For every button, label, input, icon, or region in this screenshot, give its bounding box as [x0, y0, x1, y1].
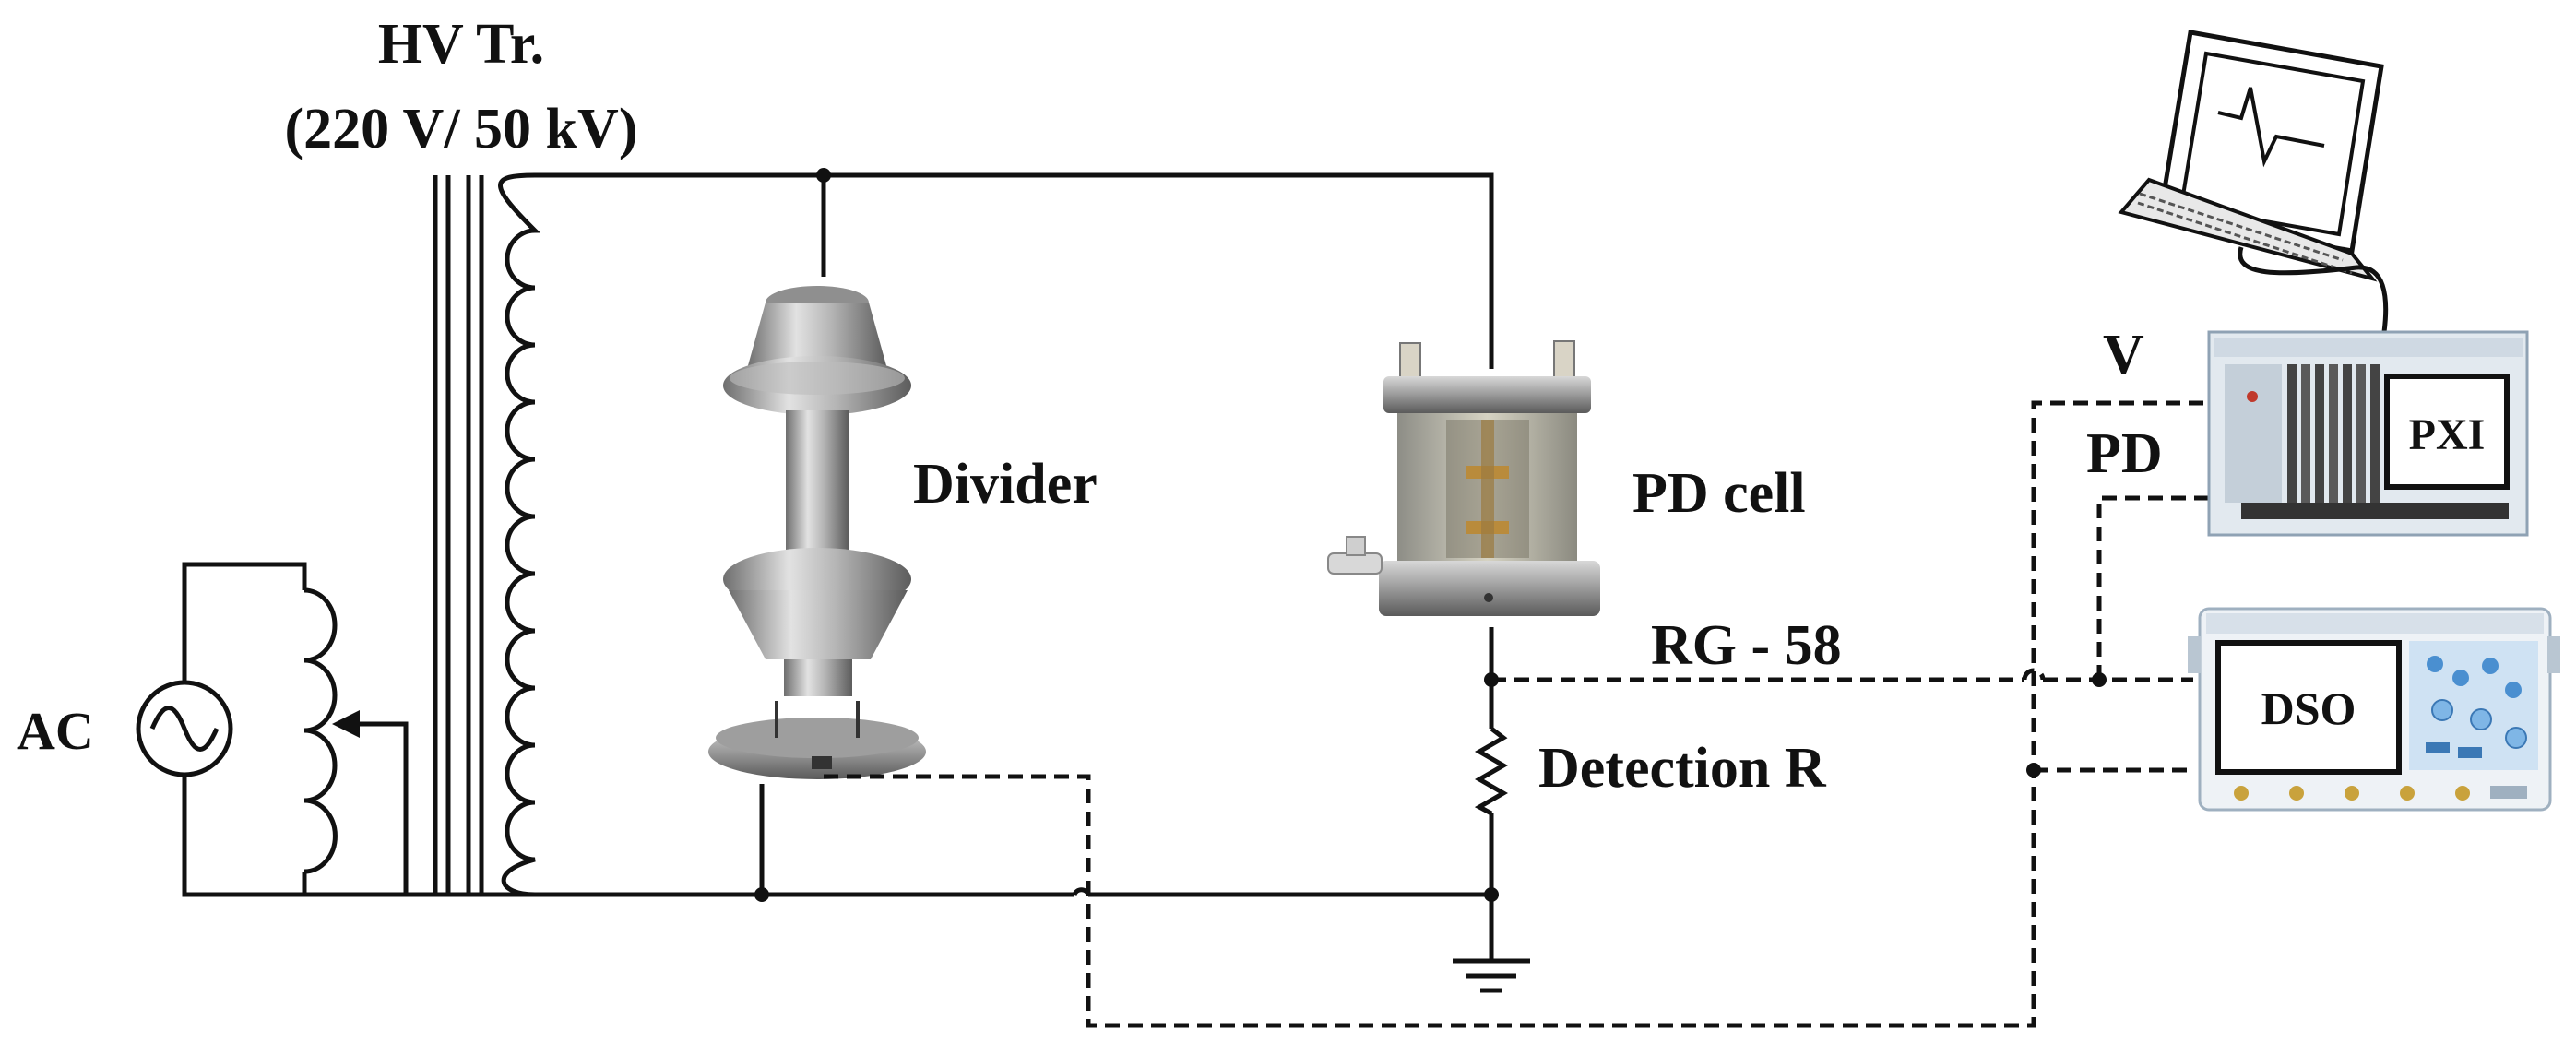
pd-signal-cable [2096, 495, 2209, 680]
ac-source-label: AC [17, 701, 94, 761]
divider-label: Divider [913, 453, 1098, 516]
variac [182, 562, 409, 897]
voltage-divider [708, 286, 926, 779]
pd-cell [1327, 340, 1600, 616]
transformer-secondary-coil [498, 172, 541, 897]
dso-label: DSO [2261, 682, 2356, 734]
resistor-zigzag-icon [1474, 727, 1509, 816]
hv-transformer [433, 172, 541, 897]
pd-channel-label: PD [2086, 422, 2163, 485]
ground-icon [1453, 958, 1530, 993]
variac-coil [303, 587, 338, 874]
ac-source: AC [17, 680, 233, 777]
laptop-icon [2118, 30, 2389, 333]
dso-oscilloscope [2188, 607, 2560, 812]
cable-label: RG - 58 [1651, 614, 1842, 677]
pd-cell-label: PD cell [1632, 462, 1806, 525]
pxi-label: PXI [2409, 410, 2486, 459]
signal-cables [824, 400, 2209, 1028]
voltage-signal-cable [824, 400, 2209, 1028]
pxi-label-box [2384, 374, 2510, 490]
transformer-label-line1: HV Tr. [378, 13, 544, 76]
transformer-label-line2: (220 V/ 50 kV) [285, 98, 638, 160]
pxi-chassis [2207, 330, 2529, 537]
dso-label-box [2215, 640, 2402, 775]
voltage-channel-label: V [2103, 324, 2144, 386]
hv-circuit-wiring [184, 172, 1509, 959]
detection-resistor-label: Detection R [1538, 737, 1827, 800]
